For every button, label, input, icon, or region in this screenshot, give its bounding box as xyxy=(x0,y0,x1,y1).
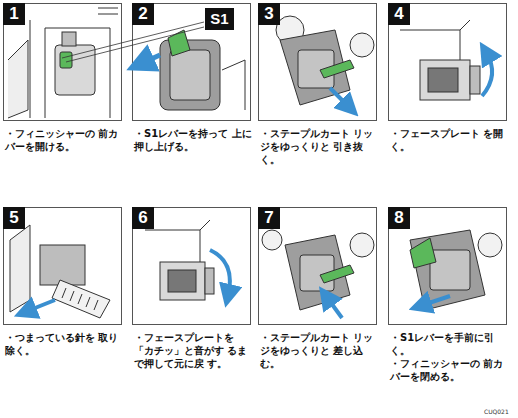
face-plate-illustration xyxy=(160,262,205,300)
lever-illustration xyxy=(168,30,190,56)
motion-arrow xyxy=(420,296,450,306)
finisher-illustration xyxy=(60,52,72,68)
step-number: 3 xyxy=(258,3,280,25)
lever-illustration xyxy=(410,238,436,268)
step-number: 4 xyxy=(388,3,410,25)
panel-frame xyxy=(4,4,507,325)
face-plate-illustration xyxy=(470,66,480,94)
staple-removal-illustration xyxy=(10,225,110,318)
figure-code: CUQ021 xyxy=(484,408,509,415)
panel-frame xyxy=(4,208,122,325)
step-number-text: 2 xyxy=(138,4,147,23)
step-caption: ・ステープルカート リッジをゆっくりと 引き抜く。 xyxy=(260,127,378,166)
panel-frame xyxy=(389,4,507,121)
panel-frame xyxy=(389,208,507,325)
step-number-text: 8 xyxy=(394,208,403,227)
motion-arrow xyxy=(326,296,342,318)
motion-arrow xyxy=(140,55,160,64)
cartridge-illustration xyxy=(320,60,354,78)
staple-removal-illustration xyxy=(52,280,110,318)
step-caption: ・フィニッシャーの 前カバーを開ける。 xyxy=(5,127,123,153)
motion-arrow xyxy=(330,88,350,108)
step-number: 8 xyxy=(388,207,410,229)
face-plate-illustration xyxy=(168,270,196,292)
lever-illustration xyxy=(478,233,502,257)
face-plate-illustration xyxy=(428,68,458,92)
step-number-text: 3 xyxy=(264,4,273,23)
cartridge-illustration xyxy=(320,265,354,283)
step-caption: ・フェースプレートを 「カチッ」と音がす るまで押して元に戻 す。 xyxy=(134,331,252,370)
step-number: 5 xyxy=(3,207,25,229)
step-caption: ・S1レバーを手前に引く。 xyxy=(390,331,514,357)
panel-frame xyxy=(259,4,377,121)
motion-arrow xyxy=(210,250,230,296)
step-number-text: 7 xyxy=(264,208,273,227)
finisher-illustration xyxy=(55,45,95,95)
face-plate-illustration xyxy=(205,268,214,294)
cartridge-illustration xyxy=(350,33,374,57)
step-caption: ・ステープルカート リッジをゆっくりと 差し込む。 xyxy=(260,331,378,370)
step-number: 2 xyxy=(132,3,154,25)
motion-arrow xyxy=(25,300,55,312)
lever-illustration xyxy=(170,50,210,100)
cartridge-illustration xyxy=(262,230,374,310)
step-caption: ・フィニッシャーの 前カバーを閉める。 xyxy=(390,357,508,383)
face-plate-illustration xyxy=(145,220,214,300)
panel-frame xyxy=(133,208,251,325)
face-plate-illustration xyxy=(420,60,470,100)
lever-illustration xyxy=(410,230,502,310)
step-number: 1 xyxy=(3,3,25,25)
lever-label: S1 xyxy=(210,10,228,27)
step-number: 7 xyxy=(258,207,280,229)
panel-frame xyxy=(133,4,251,121)
step-caption: ・S1レバーを持って 上に押し上げる。 xyxy=(134,127,252,153)
cartridge-illustration xyxy=(262,230,282,250)
panel-frame xyxy=(4,4,122,121)
step-caption: ・フェースプレート を開く。 xyxy=(390,127,508,153)
finisher-illustration xyxy=(62,32,76,46)
finisher-illustration xyxy=(8,40,28,118)
lever-illustration xyxy=(222,60,245,110)
step-number-text: 4 xyxy=(394,4,403,23)
cartridge-illustration xyxy=(276,16,374,105)
step-caption: ・つまっている針を 取り除く。 xyxy=(5,331,123,357)
staple-removal-illustration xyxy=(40,245,85,285)
staple-removal-illustration xyxy=(10,225,30,312)
finisher-illustration xyxy=(98,8,118,14)
lever-label-box: S1 xyxy=(205,8,234,30)
step-number: 6 xyxy=(132,207,154,229)
lever-illustration xyxy=(410,230,485,310)
leader-line xyxy=(62,22,204,62)
cartridge-illustration xyxy=(350,233,374,257)
finisher-illustration xyxy=(30,20,110,118)
step-number-text: 6 xyxy=(138,208,147,227)
lever-illustration xyxy=(160,30,245,110)
step-number-text: 1 xyxy=(9,4,18,23)
face-plate-illustration xyxy=(400,20,480,100)
motion-arrow xyxy=(482,52,492,96)
step-number-text: 5 xyxy=(9,208,18,227)
lever-illustration xyxy=(430,250,470,290)
panel-frame xyxy=(259,208,377,325)
staple-removal-illustration xyxy=(62,288,98,310)
